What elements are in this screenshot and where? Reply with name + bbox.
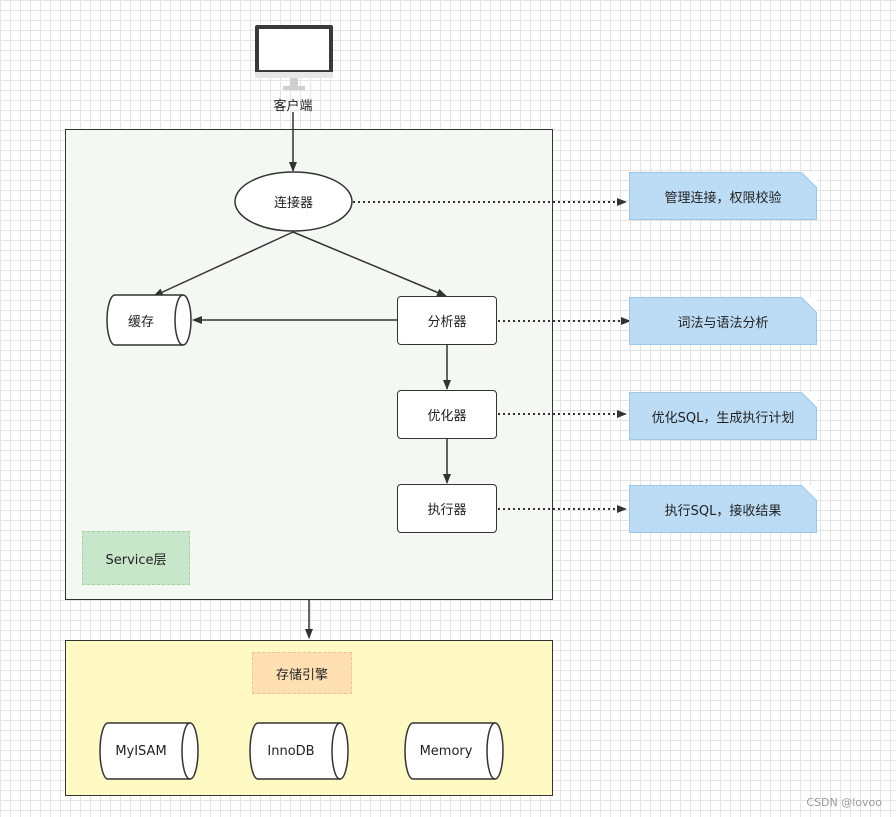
innodb-cylinder — [249, 722, 349, 780]
service-layer-tag: Service层 — [82, 531, 190, 585]
optimizer-node: 优化器 — [397, 390, 497, 439]
analyzer-node: 分析器 — [397, 296, 497, 345]
note-fold-icon — [801, 485, 817, 501]
engine-item-memory: Memory — [419, 743, 473, 759]
arrow-connector-cache — [153, 231, 294, 297]
engine-item-innodb: InnoDB — [267, 743, 315, 759]
note-fold-icon — [801, 172, 817, 188]
note-connector-text: 管理连接，权限校验 — [664, 190, 782, 206]
connector-label: 连接器 — [273, 196, 313, 211]
note-analyzer: 词法与语法分析 — [629, 297, 817, 345]
cache-label: 缓存 — [127, 314, 154, 330]
note-analyzer-text: 词法与语法分析 — [677, 315, 769, 331]
note-optimizer-text: 优化SQL，生成执行计划 — [651, 410, 795, 426]
memory-cylinder — [404, 722, 504, 780]
note-fold-icon — [801, 392, 817, 408]
note-executor: 执行SQL，接收结果 — [629, 485, 817, 533]
note-optimizer: 优化SQL，生成执行计划 — [629, 392, 817, 440]
executor-node: 执行器 — [397, 484, 497, 533]
client-label: 客户端 — [273, 98, 313, 114]
connector-shape — [234, 171, 353, 232]
note-connector: 管理连接，权限校验 — [629, 172, 817, 220]
storage-engine-tag: 存储引擎 — [252, 652, 352, 694]
engine-item-myisam: MyISAM — [115, 743, 167, 759]
myisam-cylinder — [99, 722, 199, 780]
cache-cylinder — [106, 294, 192, 346]
note-fold-icon — [801, 297, 817, 313]
arrow-connector-analyzer — [292, 231, 447, 297]
note-executor-text: 执行SQL，接收结果 — [664, 503, 782, 519]
monitor-icon — [255, 25, 333, 90]
watermark: CSDN @lovoo — [806, 796, 882, 809]
